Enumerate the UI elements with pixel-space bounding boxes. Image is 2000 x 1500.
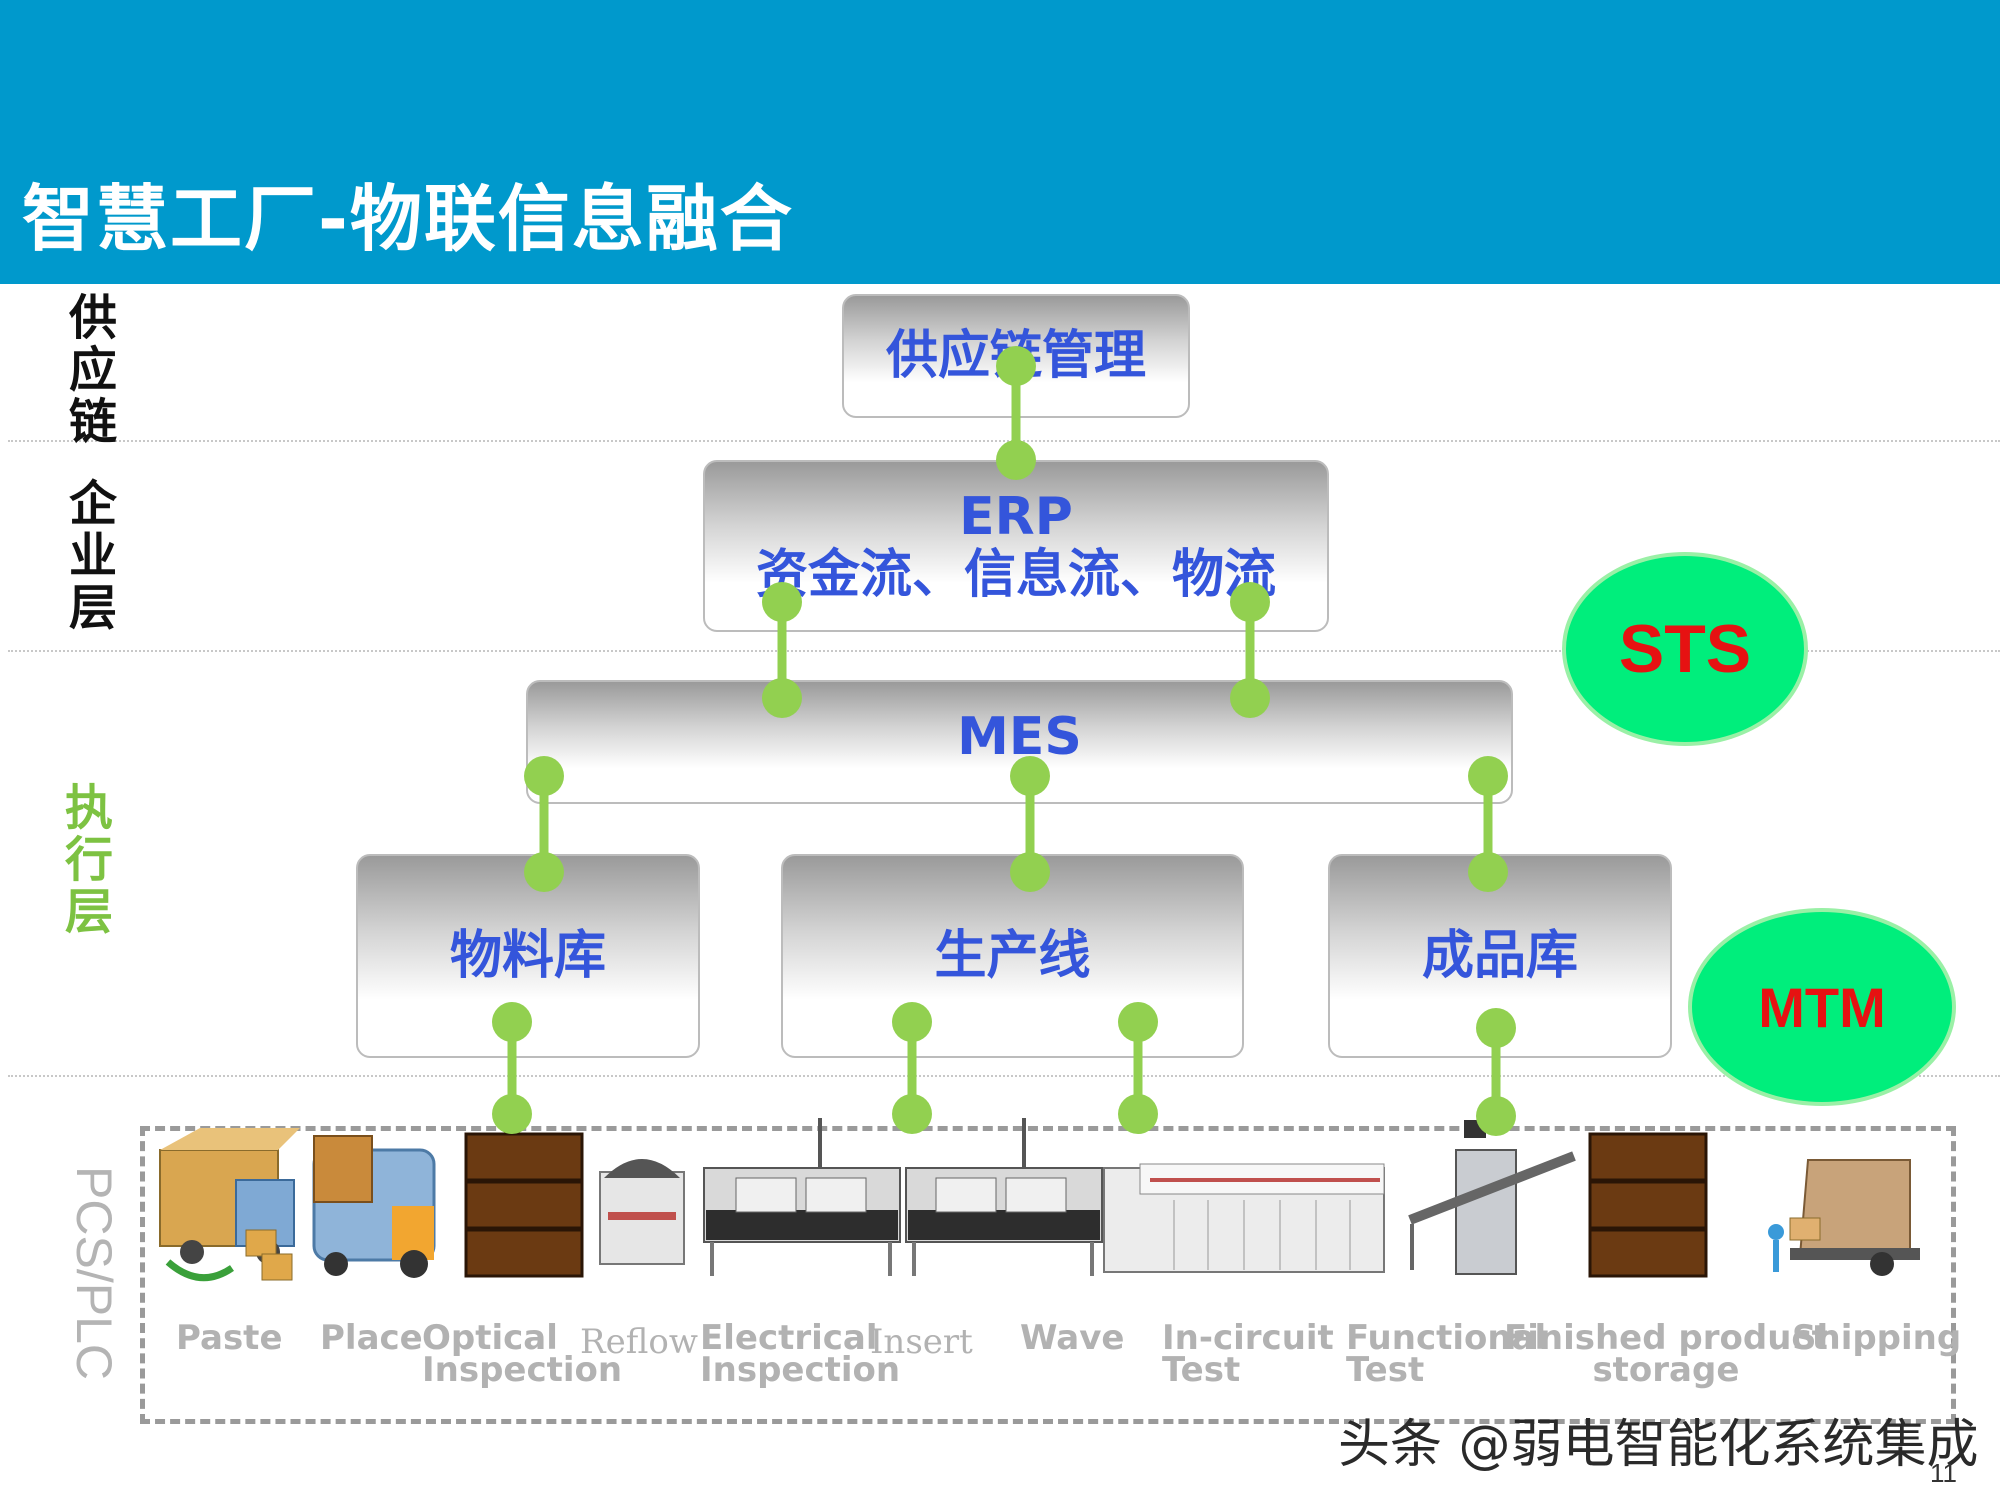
stage-label-shipping: Shipping <box>1792 1318 1962 1358</box>
forklift-icon <box>312 1135 436 1278</box>
box-erp: ERP 资金流、信息流、物流 <box>703 460 1329 632</box>
badge-sts: STS <box>1566 556 1804 742</box>
shipping-truck-icon <box>1768 1159 1920 1276</box>
stage-label-functional-test: Functional Test <box>1346 1318 1547 1390</box>
divider-supply <box>8 440 2000 442</box>
delivery-truck-icon <box>159 1128 300 1282</box>
stage-label-optical-inspection: Optical Inspection <box>422 1318 623 1390</box>
layer-label-execution: 执 行 层 <box>64 780 113 940</box>
stage-label-insert: Insert <box>870 1322 973 1362</box>
box-production-line: 生产线 <box>781 854 1244 1058</box>
pcs-plc-frame <box>140 1126 1956 1424</box>
placement-machine-icon <box>703 1118 901 1276</box>
stage-label-reflow: Reflow <box>580 1322 698 1362</box>
page-number: 11 <box>1930 1458 1957 1488</box>
stage-label-finished-product-storage: Finished product storage <box>1504 1318 1828 1390</box>
reflow-oven-icon <box>599 1159 685 1265</box>
divider-execution <box>8 1075 2000 1077</box>
divider-enterprise <box>8 650 2000 652</box>
badge-mtm: MTM <box>1692 912 1952 1102</box>
stage-label-in-circuit-test: In-circuit Test <box>1162 1318 1334 1390</box>
header-bar <box>0 0 2000 284</box>
slide-title: 智慧工厂-物联信息融合 <box>22 177 794 261</box>
functional-tester-icon <box>1408 1120 1576 1275</box>
stage-label-paste: Paste <box>176 1318 283 1358</box>
material-boxes-icon <box>464 1132 584 1278</box>
finished-goods-boxes-icon <box>1588 1132 1708 1278</box>
insertion-machine-icon <box>905 1118 1103 1276</box>
stage-label-electrical-inspection: Electrical Inspection <box>700 1318 901 1390</box>
layer-label-supply-chain: 供 应 链 <box>68 290 117 450</box>
layer-label-enterprise: 企 业 层 <box>68 476 117 636</box>
watermark-text: 头条 @弱电智能化系统集成 <box>1338 1415 1979 1475</box>
stage-label-wave: Wave <box>1020 1318 1125 1358</box>
stage-label-place: Place <box>320 1318 423 1358</box>
test-cabinets-icon <box>1103 1163 1385 1273</box>
